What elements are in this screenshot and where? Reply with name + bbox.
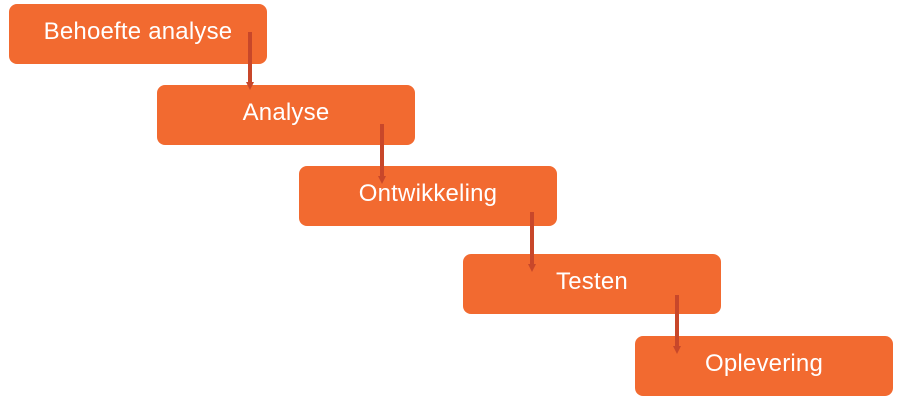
step-analyse: Analyse (157, 85, 415, 145)
step-behoefte-analyse: Behoefte analyse (9, 4, 267, 64)
step-testen: Testen (463, 254, 721, 314)
step-ontwikkeling: Ontwikkeling (299, 166, 557, 226)
step-oplevering: Oplevering (635, 336, 893, 396)
